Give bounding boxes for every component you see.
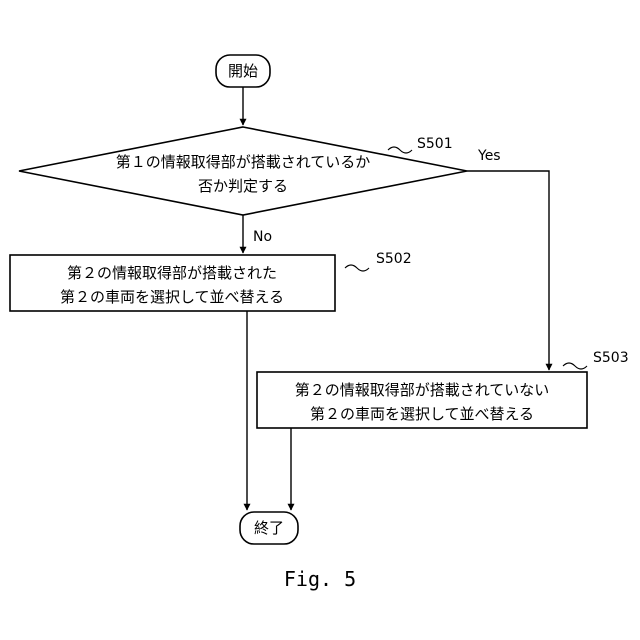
process-s502: 第２の情報取得部が搭載された 第２の車両を選択して並べ替える bbox=[10, 255, 335, 311]
figure-caption: Fig. 5 bbox=[284, 567, 356, 591]
decision-label-line1: 第１の情報取得部が搭載されているか bbox=[116, 153, 371, 171]
process-s503-line2: 第２の車両を選択して並べ替える bbox=[310, 405, 534, 423]
s502-leader-line bbox=[345, 265, 369, 271]
s502-ref-label: S502 bbox=[376, 251, 412, 267]
process-s503-line1: 第２の情報取得部が搭載されていない bbox=[295, 381, 550, 399]
start-node: 開始 bbox=[216, 55, 270, 87]
s503-leader-line bbox=[563, 363, 587, 369]
process-s503: 第２の情報取得部が搭載されていない 第２の車両を選択して並べ替える bbox=[257, 372, 587, 428]
end-label: 終了 bbox=[254, 519, 284, 537]
end-node: 終了 bbox=[240, 512, 298, 544]
decision-node: 第１の情報取得部が搭載されているか 否か判定する bbox=[19, 127, 467, 215]
s503-ref-label: S503 bbox=[593, 350, 629, 366]
arrow-yes-branch bbox=[467, 171, 549, 370]
process-s502-line1: 第２の情報取得部が搭載された bbox=[67, 264, 277, 282]
decision-label-line2: 否か判定する bbox=[198, 177, 288, 195]
s501-leader-line bbox=[388, 147, 412, 153]
process-s502-line2: 第２の車両を選択して並べ替える bbox=[60, 288, 284, 306]
decision-diamond-shape bbox=[19, 127, 467, 215]
yes-label: Yes bbox=[477, 148, 501, 164]
s501-ref-label: S501 bbox=[417, 136, 453, 152]
start-label: 開始 bbox=[228, 62, 258, 80]
no-label: No bbox=[253, 229, 272, 245]
